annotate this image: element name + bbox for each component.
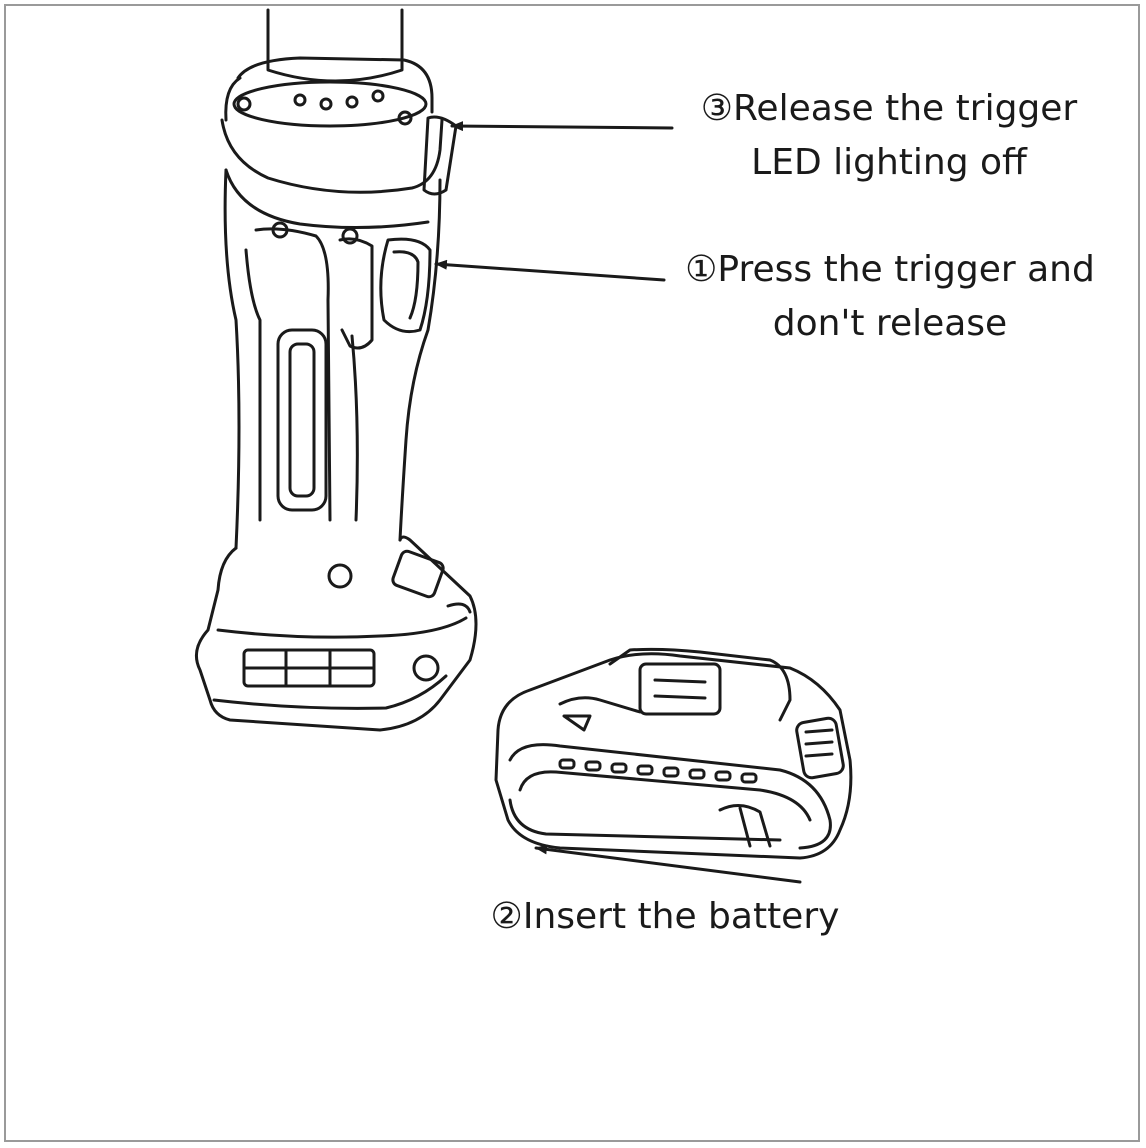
annotation-insert-battery: ②Insert the battery — [470, 890, 860, 944]
tool-body — [194, 8, 478, 732]
annotation-line: LED lighting off — [751, 142, 1027, 183]
grip-window — [276, 328, 328, 512]
led-lens — [422, 115, 458, 196]
arrow-step3 — [450, 121, 674, 132]
annotation-line: ③Release the trigger — [700, 88, 1078, 129]
battery-pack — [494, 647, 853, 860]
annotation-line: ①Press the trigger and — [685, 249, 1095, 290]
annotation-line: don't release — [772, 303, 1008, 344]
annotation-press-trigger: ①Press the trigger and don't release — [660, 243, 1120, 351]
arrow-step2 — [534, 844, 802, 884]
arrow-step1 — [434, 259, 666, 282]
trigger — [379, 237, 432, 334]
annotation-line: ②Insert the battery — [490, 896, 840, 937]
battery-indicator-dots — [558, 758, 758, 784]
diagram-frame — [4, 4, 1140, 1142]
annotation-release-trigger: ③Release the trigger LED lighting off — [664, 82, 1114, 190]
